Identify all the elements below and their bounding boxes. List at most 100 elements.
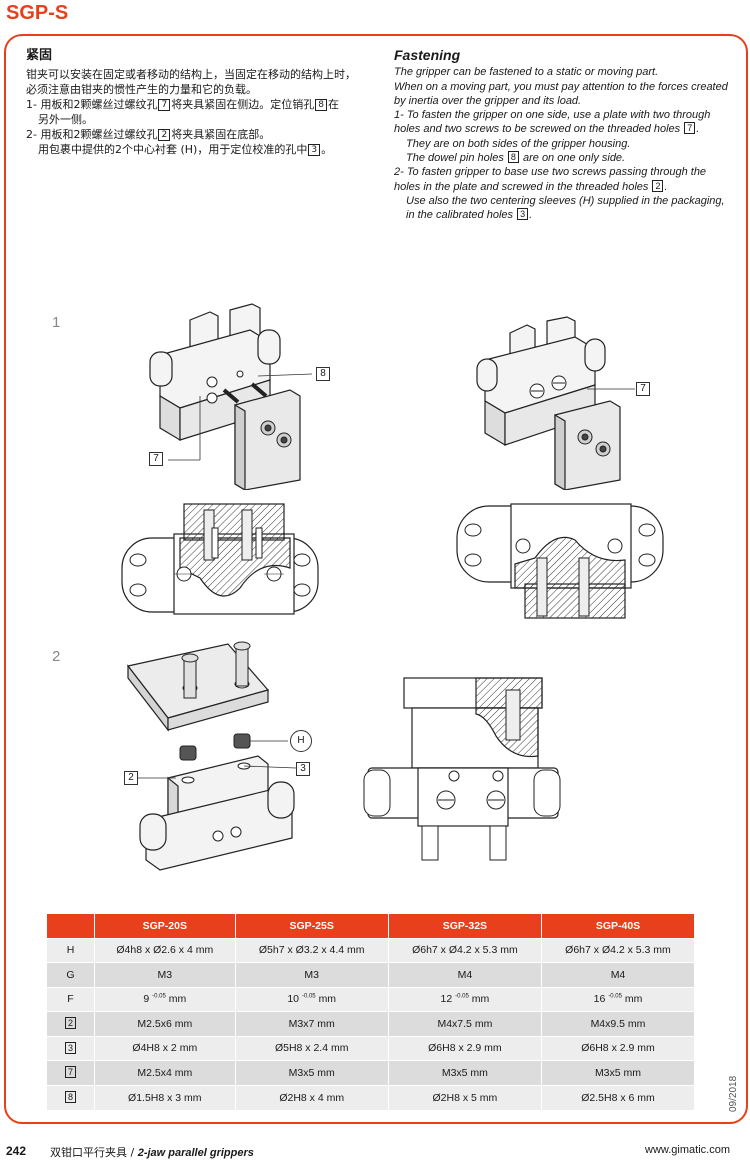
column-header: SGP-40S [540, 914, 694, 938]
english-text-column: Fastening The gripper can be fastened to… [394, 48, 734, 223]
row-label-text: F [67, 993, 74, 1006]
cell-value: Ø6H8 x 2.9 mm [581, 1042, 655, 1055]
table-cell: M3 [234, 962, 389, 987]
cn-paragraph: 钳夹可以安装在固定或者移动的结构上，当固定在移动的结构上时，必须注意由钳夹的惯性… [26, 68, 356, 96]
tolerance: -0.05 [455, 993, 469, 1000]
row-label: F [46, 986, 95, 1012]
cell-value: M3x5 mm [594, 1066, 642, 1079]
ref-box-2: 2 [652, 179, 664, 192]
en-item-2: 2- To fasten gripper to base use two scr… [394, 165, 734, 194]
cell-value: Ø6h7 x Ø4.2 x 5.3 mm [565, 944, 671, 957]
en-item-1-text-3: The dowel pin holes [406, 152, 504, 165]
cell-value: M2.5x6 mm [137, 1017, 193, 1030]
row-label: H [46, 937, 95, 963]
cell-value: Ø5H8 x 2.4 mm [274, 1042, 349, 1055]
ref-box-3: 3 [308, 144, 321, 156]
cell-value: M4 [457, 968, 473, 981]
content-frame [4, 34, 748, 1124]
table-cell: M4x7.5 mm [387, 1011, 542, 1036]
cn-item-1-cont: 另外一侧。 [38, 113, 93, 126]
cn-item-2-text-4: 。 [321, 143, 333, 156]
row-label-text: 2 [64, 1017, 76, 1030]
table-cell: 9 -0.05 mm [94, 986, 236, 1012]
en-item-1-cont-2: The dowel pin holes 8 are on one only si… [394, 151, 734, 165]
table-cell: 12 -0.05 mm [387, 986, 542, 1012]
callout-7-left: 7 [149, 452, 163, 466]
unit: mm [624, 993, 643, 1006]
table-cell: M3x5 mm [387, 1060, 542, 1085]
table-cell: M3x5 mm [234, 1060, 389, 1085]
table-cell: Ø2H8 x 5 mm [387, 1084, 542, 1110]
callout-7-right: 7 [636, 382, 650, 396]
en-item-1-text: 1- To fasten the gripper on one side, us… [394, 109, 711, 136]
table-cell: Ø6h7 x Ø4.2 x 5.3 mm [540, 937, 694, 963]
unit: mm [318, 993, 337, 1006]
table-cell: M2.5x4 mm [94, 1060, 236, 1085]
cell-value: M3 [157, 968, 173, 981]
row-label: G [46, 962, 95, 987]
product-title: SGP-S [6, 2, 69, 24]
cell-value: Ø2H8 x 4 mm [279, 1091, 345, 1104]
row-label-text: 7 [64, 1066, 76, 1079]
ref-box-2: 2 [158, 129, 171, 141]
table-cell: M3x5 mm [540, 1060, 694, 1085]
ref-box-3: 3 [517, 208, 529, 221]
row-label-text: 8 [64, 1091, 76, 1103]
cell-value: Ø2.5H8 x 6 mm [581, 1091, 655, 1104]
table-cell: Ø2H8 x 4 mm [234, 1084, 389, 1110]
gripper-base-mount-iso-drawing [126, 641, 297, 871]
callout-8: 8 [316, 367, 330, 381]
cell-value: M3 [304, 968, 319, 981]
cell-value: M4 [610, 968, 626, 981]
cell-value: M3x5 mm [441, 1066, 488, 1079]
unit: mm [471, 993, 490, 1006]
cell-value: M4x9.5 mm [590, 1017, 646, 1030]
figure-number-1: 1 [52, 314, 61, 331]
cell-value: Ø6h7 x Ø4.2 x 5.3 mm [412, 944, 518, 957]
en-item-1-text-2: . [696, 123, 700, 136]
footer-url[interactable]: www.gimatic.com [645, 1144, 730, 1156]
tolerance: -0.05 [608, 993, 622, 1000]
gripper-side-mount-iso-drawing-back [476, 316, 635, 490]
cell-value: Ø2H8 x 5 mm [432, 1091, 498, 1104]
table-cell: Ø6H8 x 2.9 mm [387, 1035, 542, 1061]
gripper-side-mount-iso-drawing [149, 303, 313, 490]
en-item-2-text-4: . [529, 209, 533, 222]
table-cell: Ø1.5H8 x 3 mm [94, 1084, 236, 1110]
callout-2: 2 [124, 771, 138, 785]
cell-value: 16 [593, 993, 606, 1006]
footer-category-cn: 双钳口平行夹具 / [50, 1146, 135, 1159]
ref-box-7: 7 [684, 122, 696, 135]
cn-item-2-text-3: 用包裹中提供的2个中心衬套 (H)，用于定位校准的孔中 [38, 143, 308, 156]
row-label: 3 [46, 1035, 95, 1061]
cell-value: Ø1.5H8 x 3 mm [128, 1091, 202, 1104]
table-cell: M4 [540, 962, 694, 987]
row-label: 7 [46, 1060, 95, 1085]
figure-number-2: 2 [52, 648, 61, 665]
table-cell: Ø4H8 x 2 mm [94, 1035, 236, 1061]
table-cell: M4x9.5 mm [540, 1011, 694, 1036]
cell-value: Ø6H8 x 2.9 mm [428, 1042, 502, 1055]
en-item-2-text: 2- To fasten gripper to base use two scr… [394, 166, 707, 193]
en-item-1-text-4: are on one only side. [522, 152, 626, 165]
table-cell: 16 -0.05 mm [540, 986, 694, 1012]
column-header: SGP-25S [234, 914, 389, 938]
cn-item-2-text-2: 将夹具紧固在底部。 [171, 128, 271, 141]
table-cell: Ø5h7 x Ø3.2 x 4.4 mm [234, 937, 389, 963]
page-number: 242 [6, 1144, 27, 1158]
en-item-2-cont: Use also the two centering sleeves (H) s… [394, 194, 734, 223]
ref-box-8: 8 [315, 99, 327, 111]
table-cell: M3x7 mm [234, 1011, 389, 1036]
cn-item-1-text: 1- 用板和2颗螺丝过螺纹孔 [26, 98, 158, 111]
unit: mm [168, 993, 187, 1006]
callout-H: H [290, 730, 312, 752]
cell-value: Ø4H8 x 2 mm [132, 1042, 198, 1055]
ref-box-7: 7 [158, 99, 171, 111]
cell-value: 12 [440, 993, 453, 1006]
table-cell: M4 [387, 962, 542, 987]
